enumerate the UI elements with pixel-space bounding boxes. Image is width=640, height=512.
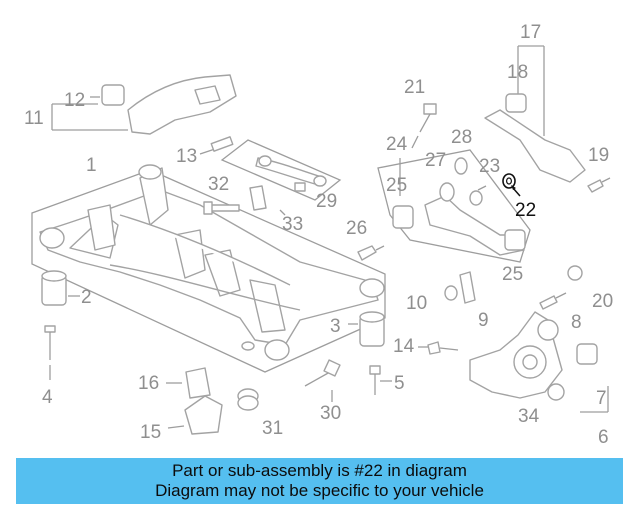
- parts-diagram: 1 2 3 4 5 6 7 8 9 10 11 12 13 14 15 16 1…: [24, 22, 613, 448]
- label-16: 16: [138, 373, 159, 394]
- label-13: 13: [176, 146, 197, 167]
- label-29: 29: [316, 191, 337, 212]
- label-23: 23: [479, 156, 500, 177]
- label-12: 12: [64, 90, 85, 111]
- label-14: 14: [393, 336, 415, 357]
- label-19: 19: [588, 145, 609, 166]
- upper-arm-drawing: [51, 74, 237, 135]
- label-18: 18: [507, 62, 528, 83]
- label-2: 2: [81, 287, 92, 308]
- part-labels: 1 2 3 4 5 6 7 8 9 10 11 12 13 14 15 16 1…: [24, 22, 613, 448]
- lower-control-arm-drawing: [484, 45, 611, 193]
- label-9: 9: [478, 310, 489, 331]
- label-22: 22: [515, 200, 536, 221]
- label-6: 6: [598, 427, 609, 448]
- label-25a: 25: [386, 175, 407, 196]
- label-33: 33: [282, 214, 303, 235]
- label-31: 31: [262, 418, 283, 439]
- label-26: 26: [346, 218, 367, 239]
- label-17: 17: [520, 22, 541, 43]
- knuckle-drawing: [444, 265, 609, 413]
- label-24: 24: [386, 134, 408, 155]
- label-11: 11: [24, 108, 44, 129]
- label-3: 3: [330, 316, 341, 337]
- label-7: 7: [596, 388, 607, 409]
- link-29-drawing: [199, 136, 342, 216]
- label-28: 28: [451, 127, 472, 148]
- label-1: 1: [86, 155, 97, 176]
- banner-line-1: Part or sub-assembly is #22 in diagram: [172, 461, 467, 480]
- label-4: 4: [42, 387, 53, 408]
- label-8: 8: [571, 312, 582, 333]
- label-30: 30: [320, 403, 341, 424]
- subframe-drawing: [31, 164, 386, 380]
- label-15: 15: [140, 422, 161, 443]
- label-27: 27: [425, 150, 446, 171]
- banner-line-2: Diagram may not be specific to your vehi…: [155, 481, 484, 500]
- label-21: 21: [404, 77, 425, 98]
- label-5: 5: [394, 373, 405, 394]
- label-34: 34: [518, 406, 540, 427]
- part-22-washer: [502, 173, 521, 197]
- label-20: 20: [592, 291, 613, 312]
- info-banner: Part or sub-assembly is #22 in diagram D…: [16, 458, 623, 504]
- toe-link-drawing: [377, 103, 531, 263]
- label-25b: 25: [502, 264, 523, 285]
- label-10: 10: [406, 293, 427, 314]
- fasteners-drawing: [166, 245, 459, 435]
- label-32: 32: [208, 174, 229, 195]
